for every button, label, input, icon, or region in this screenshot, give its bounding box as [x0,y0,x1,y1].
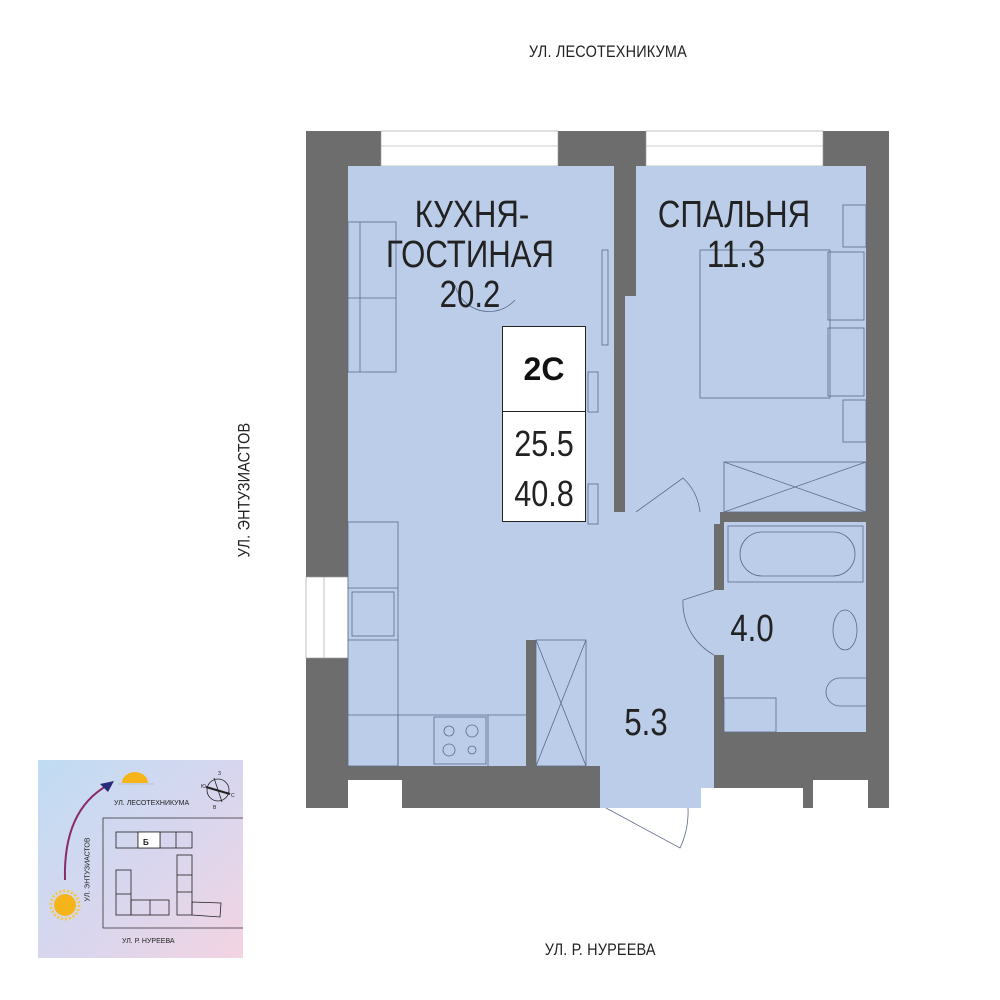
room-bedroom-name: СПАЛЬНЯ [657,194,811,236]
sofa [347,221,397,373]
living-area: 25.5 [514,423,574,464]
ventilation-shaft [535,639,587,767]
compass-e: С [231,793,235,799]
total-area: 40.8 [514,473,574,514]
toilet [825,677,866,707]
bathroom-floor [724,522,866,732]
sun-icon [54,894,76,916]
kitchen-counter [347,521,399,767]
location-minimap: Б УЛ. ЛЕСОТЕХНИКУМА УЛ. ЭНТУЗИАСТОВ УЛ. … [38,760,243,958]
street-bottom-label: УЛ. Р. НУРЕЕВА [544,940,656,959]
bathtub [727,525,864,583]
room-bathroom-area: 4.0 [730,608,774,650]
sink [351,591,395,637]
sun-path-arrow [63,784,109,881]
room-hall-area: 5.3 [624,702,668,744]
minimap-street-top: УЛ. ЛЕСОТЕХНИКУМА [114,800,190,807]
wardrobe [723,461,867,513]
room-kitchen-name-1: КУХНЯ- [414,194,530,236]
minimap-drawing [49,772,243,929]
apartment-type: 2С [503,327,585,412]
window-bedroom [645,130,824,167]
street-top-label: УЛ. ЛЕСОТЕХНИКУМА [528,42,687,61]
minimap-section: Б [143,838,149,847]
stove [433,716,487,765]
bed [699,249,831,399]
room-kitchen-area: 20.2 [439,274,501,316]
window-left [305,576,349,659]
sun-setting-icon [122,772,148,783]
minimap-street-left: УЛ. ЭНТУЗИАСТОВ [84,837,92,902]
apartment-badge: 2С 25.5 40.8 [502,326,586,522]
window-kitchen [380,130,559,167]
compass-s: В [213,805,217,811]
washing-machine [723,697,777,733]
compass-icon [205,777,231,803]
compass-w: Ю [201,784,207,790]
sink-bath [832,609,858,651]
hall-floor [600,522,714,808]
room-bedroom-area: 11.3 [706,234,766,276]
tv [601,249,609,346]
compass-n: З [218,771,222,777]
minimap-street-bottom: УЛ. Р. НУРЕЕВА [122,938,175,945]
room-kitchen-name-2: ГОСТИНАЯ [385,234,555,276]
